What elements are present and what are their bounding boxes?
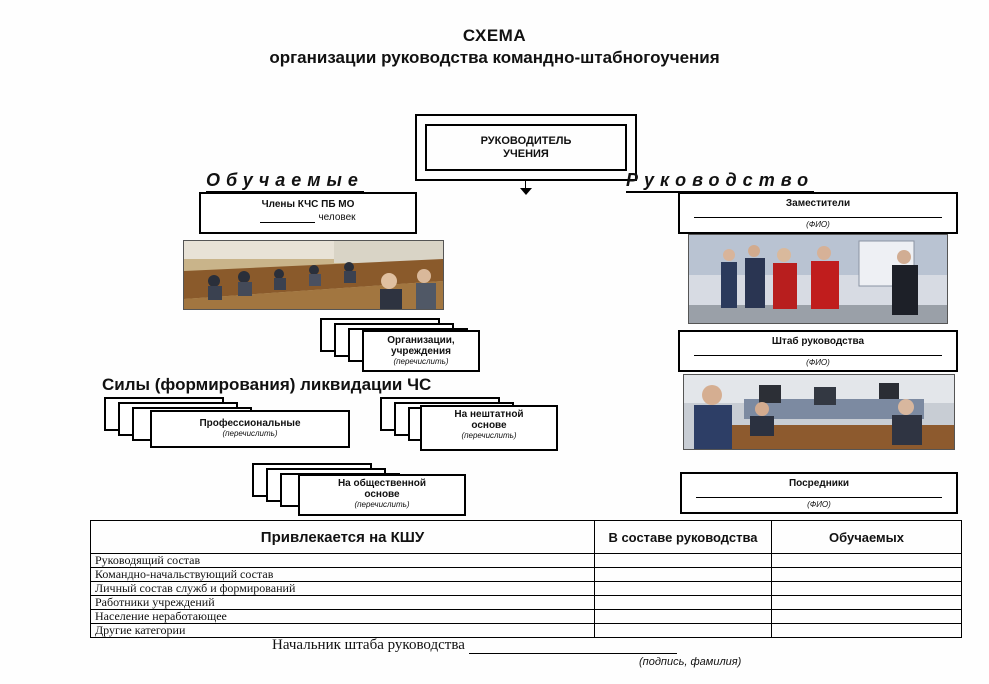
staff-box: Штаб руководства (ФИО) bbox=[678, 330, 958, 372]
organizations-line2: учреждения bbox=[391, 346, 451, 357]
signature-hint: (подпись, фамилия) bbox=[639, 656, 742, 668]
table-row: Личный состав служб и формирований bbox=[90, 581, 962, 596]
row-label: Личный состав служб и формирований bbox=[90, 581, 595, 596]
mediators-hint: (ФИО) bbox=[807, 500, 831, 509]
leader-line1: РУКОВОДИТЕЛЬ bbox=[480, 134, 572, 147]
staff-photo bbox=[683, 374, 955, 450]
scheme-subtitle: организации руководства командно-штабног… bbox=[269, 48, 720, 67]
deputies-box: Заместители (ФИО) bbox=[678, 192, 958, 234]
public-line2: основе bbox=[364, 489, 400, 500]
nonstaff-line1: На нештатной bbox=[454, 409, 524, 420]
table-row: Население неработающее bbox=[90, 609, 962, 624]
people-count-label: человек bbox=[318, 212, 356, 223]
deputies-hint: (ФИО) bbox=[806, 220, 830, 229]
deputies-label: Заместители bbox=[785, 198, 851, 209]
classroom-photo bbox=[183, 240, 444, 310]
row-label: Другие категории bbox=[90, 623, 595, 638]
nonstaff-box: На нештатной основе (перечислить) bbox=[420, 405, 558, 451]
commission-members-label: Члены КЧС ПБ МО bbox=[261, 199, 355, 210]
table-row: Командно-начальствующий состав bbox=[90, 567, 962, 582]
commission-members-box: Члены КЧС ПБ МО человек bbox=[199, 192, 417, 234]
participants-table: Привлекается на КШУ В составе руководств… bbox=[90, 520, 962, 638]
exercise-leader-box: РУКОВОДИТЕЛЬ УЧЕНИЯ bbox=[415, 114, 637, 181]
row-label: Работники учреждений bbox=[90, 595, 595, 610]
signature-label: Начальник штаба руководства bbox=[272, 637, 465, 653]
row-label: Командно-начальствующий состав bbox=[90, 567, 595, 582]
header-involved: Привлекается на КШУ bbox=[90, 520, 595, 554]
professional-label: Профессиональные bbox=[199, 418, 301, 429]
row-label: Руководящий состав bbox=[90, 553, 595, 568]
table-row: Другие категории bbox=[90, 623, 962, 638]
table-header-row: Привлекается на КШУ В составе руководств… bbox=[90, 520, 962, 554]
section-trainees: Обучаемые bbox=[206, 170, 364, 193]
organizations-hint: (перечислить) bbox=[393, 357, 449, 366]
organizations-line1: Организации, bbox=[387, 335, 455, 346]
public-hint: (перечислить) bbox=[354, 500, 410, 509]
mediators-label: Посредники bbox=[788, 478, 850, 489]
row-label: Население неработающее bbox=[90, 609, 595, 624]
table-row: Работники учреждений bbox=[90, 595, 962, 610]
signature-line: Начальник штаба руководства bbox=[272, 637, 677, 654]
professional-hint: (перечислить) bbox=[222, 429, 278, 438]
down-arrow-icon bbox=[520, 188, 532, 195]
organizations-box: Организации, учреждения (перечислить) bbox=[362, 330, 480, 372]
nonstaff-hint: (перечислить) bbox=[461, 431, 517, 440]
forces-title: Силы (формирования) ликвидации ЧС bbox=[102, 375, 432, 394]
professional-box: Профессиональные (перечислить) bbox=[150, 410, 350, 448]
header-management: В составе руководства bbox=[594, 520, 772, 554]
staff-label: Штаб руководства bbox=[771, 336, 865, 347]
leader-arrow-line bbox=[525, 181, 526, 189]
deputies-photo bbox=[688, 234, 948, 324]
mediators-box: Посредники (ФИО) bbox=[680, 472, 958, 514]
public-line1: На общественной bbox=[337, 478, 427, 489]
nonstaff-line2: основе bbox=[471, 420, 507, 431]
public-box: На общественной основе (перечислить) bbox=[298, 474, 466, 516]
scheme-title: СХЕМА bbox=[462, 26, 527, 45]
section-management: Руководство bbox=[626, 170, 815, 193]
leader-line2: УЧЕНИЯ bbox=[503, 147, 549, 160]
table-row: Руководящий состав bbox=[90, 553, 962, 568]
header-trainees: Обучаемых bbox=[771, 520, 962, 554]
staff-hint: (ФИО) bbox=[806, 358, 830, 367]
